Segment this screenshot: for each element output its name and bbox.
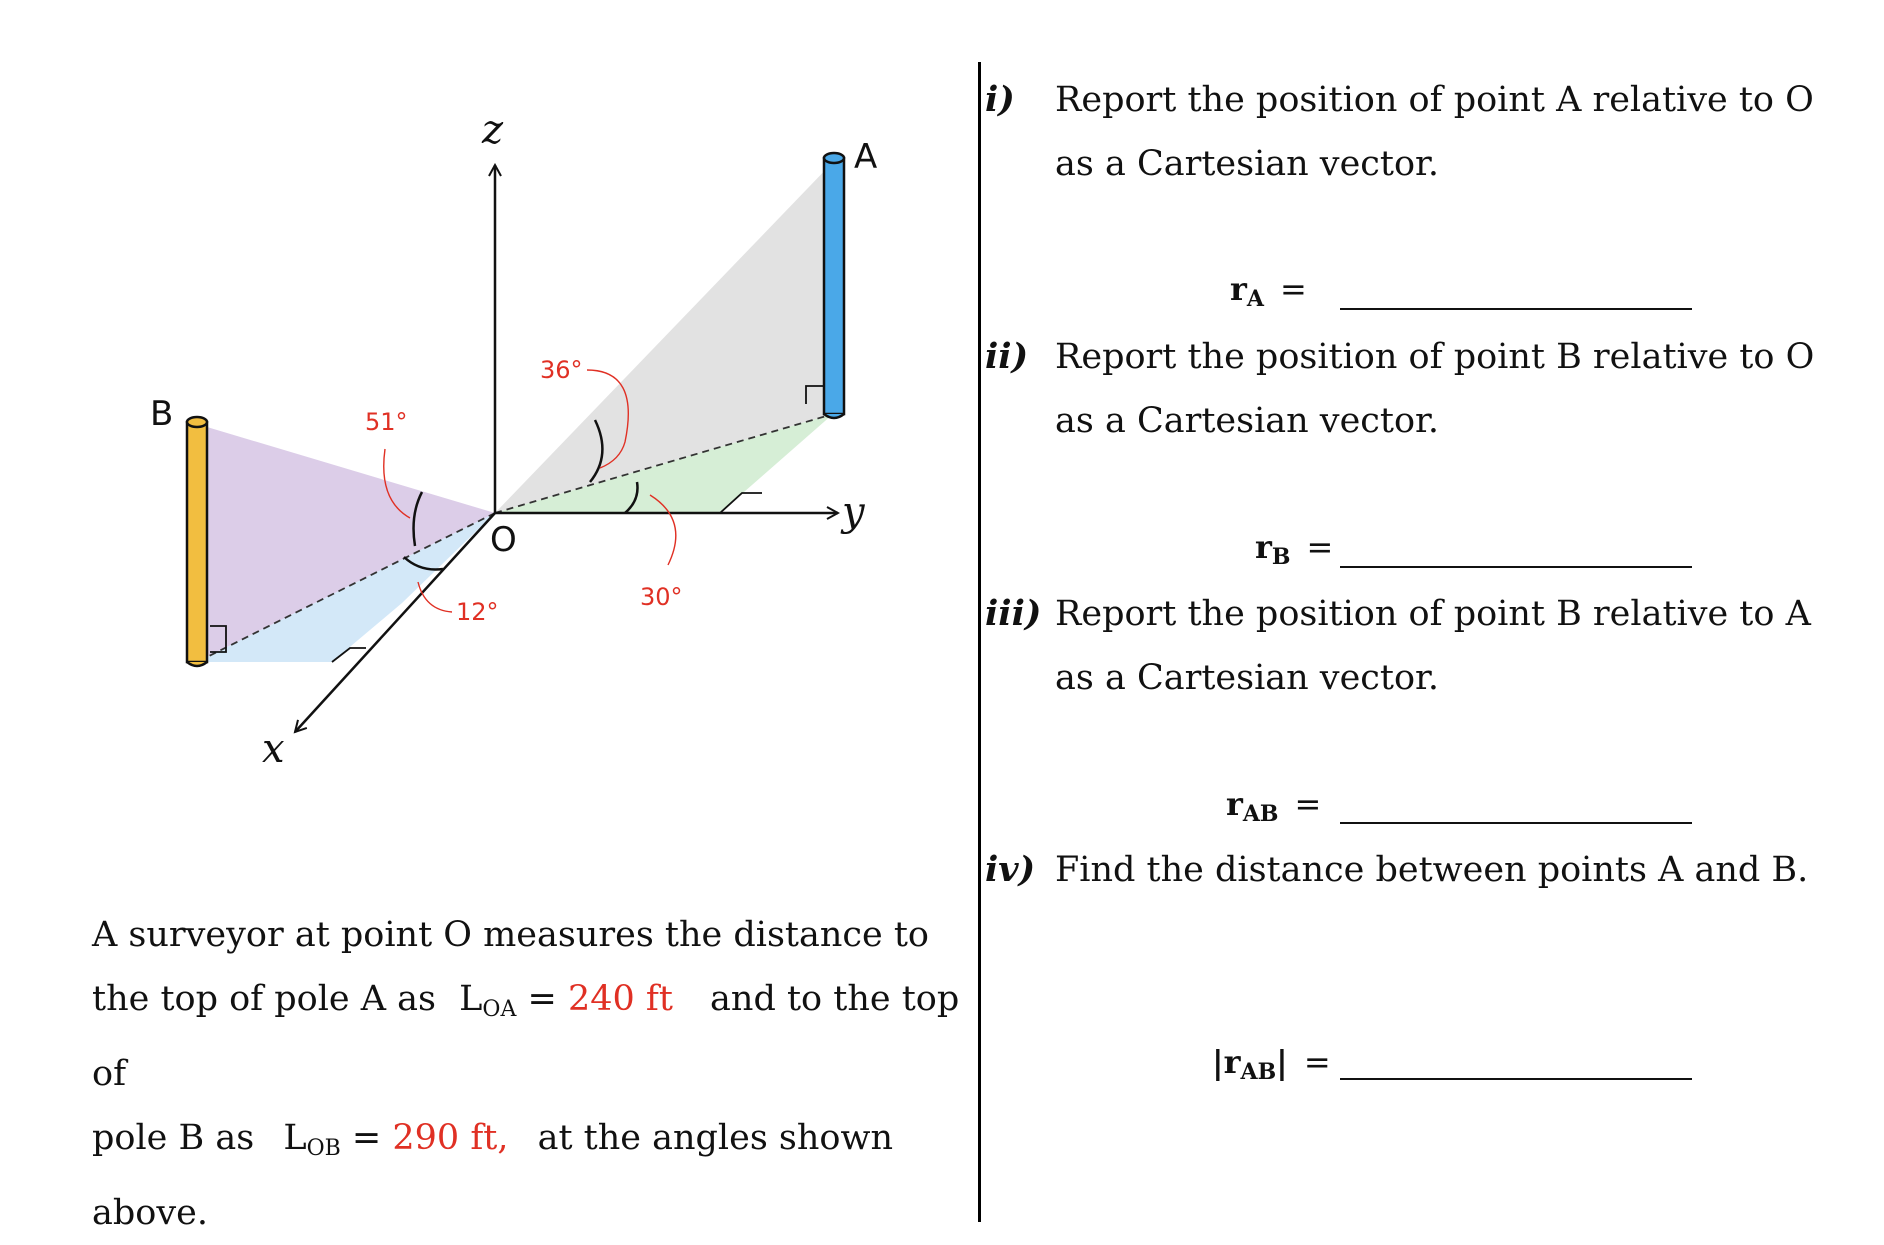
question-number: i) xyxy=(985,79,1015,120)
question-text: Report the position of point B relative … xyxy=(1055,337,1815,441)
answer-3-blank[interactable] xyxy=(1340,822,1692,824)
leader-36 xyxy=(586,369,629,469)
right-angle-marker xyxy=(719,492,762,514)
answer-1-blank[interactable] xyxy=(1340,308,1692,310)
angle-label-51: 51° xyxy=(365,408,408,436)
equals-sign: = xyxy=(1306,528,1334,566)
x-axis xyxy=(295,512,496,732)
right-angle-marker xyxy=(210,625,227,653)
equals-sign: = xyxy=(1294,785,1322,823)
leader-12 xyxy=(417,581,453,613)
answer-4: |rAB| = xyxy=(1212,1043,1331,1085)
L-OA-label: LOA xyxy=(459,979,517,1022)
angle-arc-51 xyxy=(412,491,424,547)
dashed-line-OA-projection xyxy=(494,413,834,514)
column-divider xyxy=(978,62,981,1222)
angle-label-30: 30° xyxy=(640,583,683,611)
point-A-label: A xyxy=(854,137,877,177)
plane-B-vertical xyxy=(197,424,495,662)
question-number: iii) xyxy=(985,593,1042,634)
problem-line-2: the top of pole A as LOA = 240 ft and to… xyxy=(92,979,960,1094)
answer-label: rAB xyxy=(1226,785,1279,827)
angle-arc-12 xyxy=(403,556,444,571)
question-4: iv) Find the distance between points A an… xyxy=(985,838,1865,902)
answer-label: |rAB| xyxy=(1212,1043,1288,1085)
problem-line-1: A surveyor at point O measures the dista… xyxy=(92,915,929,955)
x-axis-label: x xyxy=(262,726,285,772)
question-number: ii) xyxy=(985,336,1029,377)
angle-label-12: 12° xyxy=(456,598,499,626)
y-axis-label: y xyxy=(840,489,866,535)
dashed-line-OB-projection xyxy=(196,512,496,663)
angle-arc-30 xyxy=(624,481,639,514)
pole-A xyxy=(822,151,846,420)
answer-1: rA = xyxy=(1230,270,1307,312)
origin-label: O xyxy=(490,520,517,560)
pole-B xyxy=(185,415,209,668)
plane-B-floor xyxy=(197,513,495,662)
leader-30 xyxy=(649,494,677,566)
question-3: iii) Report the position of point B relat… xyxy=(985,582,1865,710)
right-angle-marker xyxy=(805,385,828,404)
right-angle-marker xyxy=(331,647,366,663)
angle-arc-36 xyxy=(589,419,604,483)
question-2: ii) Report the position of point B relati… xyxy=(985,325,1865,453)
leader-51 xyxy=(383,448,411,519)
question-text: Report the position of point B relative … xyxy=(1055,594,1811,698)
problem-statement: A surveyor at point O measures the dista… xyxy=(92,903,992,1245)
L-OA-value: 240 ft xyxy=(567,979,673,1019)
z-axis-label: z xyxy=(481,107,504,153)
answer-2-blank[interactable] xyxy=(1340,566,1692,568)
point-B-label: B xyxy=(150,394,173,434)
question-text: Report the position of point A relative … xyxy=(1055,80,1814,184)
problem-line-3: pole B as LOB = 290 ft, at the angles sh… xyxy=(92,1118,893,1233)
answer-3: rAB = xyxy=(1226,785,1321,827)
surveying-diagram: z y x O A B 36° 51° 30° 12° xyxy=(150,107,877,772)
L-OB-label: LOB xyxy=(283,1118,341,1161)
answer-label: rB xyxy=(1255,528,1291,570)
plane-A-vertical xyxy=(495,162,833,513)
equals-sign: = xyxy=(1279,270,1307,308)
equals-sign: = xyxy=(1303,1043,1331,1081)
question-text: Find the distance between points A and B… xyxy=(1055,850,1809,890)
equals-sign: = xyxy=(527,979,557,1019)
answer-2: rB = xyxy=(1255,528,1333,570)
answer-4-blank[interactable] xyxy=(1340,1078,1692,1080)
question-1: i) Report the position of point A relativ… xyxy=(985,68,1865,196)
answer-label: rA xyxy=(1230,270,1264,312)
L-OB-value: 290 ft, xyxy=(392,1118,509,1158)
question-number: iv) xyxy=(985,849,1036,890)
equals-sign: = xyxy=(351,1118,382,1158)
angle-label-36: 36° xyxy=(540,356,583,384)
